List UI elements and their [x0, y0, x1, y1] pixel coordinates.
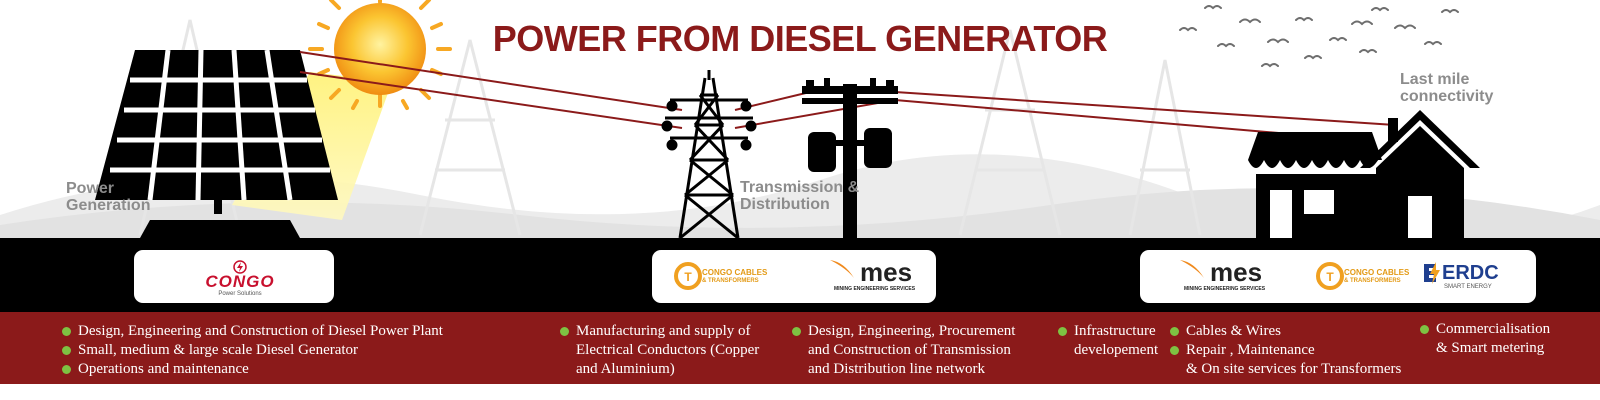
list-item: and Aluminium): [576, 361, 675, 377]
congo-power-tagline: Power Solutions: [218, 291, 262, 297]
transmission-tower-icon: [661, 70, 757, 240]
list-item: & On site services for Transformers: [1186, 361, 1402, 377]
mes-logo-2: mes MINING ENGINEERING SERVICES: [1180, 258, 1280, 298]
list-item: Electrical Conductors (Copper: [576, 342, 760, 358]
list-item: Manufacturing and supply of: [558, 322, 778, 341]
services-generation: Design, Engineering and Construction of …: [60, 322, 480, 379]
list-item: Operations and maintenance: [60, 360, 480, 379]
services-cables: Cables & Wires Repair , Maintenance & On…: [1168, 322, 1418, 379]
erdc-logo: ERDC SMART ENERGY: [1422, 260, 1522, 296]
stage-label-last-mile: Last mile connectivity: [1400, 71, 1494, 105]
shop-icon: [1248, 132, 1382, 238]
bullet-icon: [62, 346, 71, 355]
solar-panel-icon: [95, 49, 338, 238]
background-hills: [0, 154, 1600, 242]
congo-cables-emblem-icon: T: [674, 262, 702, 290]
list-item: Commercialisation: [1418, 320, 1588, 339]
list-item: Cables & Wires: [1168, 322, 1418, 341]
congo-cables-emblem-icon-2: T: [1316, 262, 1344, 290]
services-metering: Commercialisation & Smart metering: [1418, 320, 1588, 358]
list-item: Small, medium & large scale Diesel Gener…: [60, 341, 480, 360]
bullet-icon: [62, 327, 71, 336]
erdc-bolt-icon: [1424, 262, 1440, 284]
stage-label-transmission: Transmission & Distribution: [740, 179, 860, 213]
congo-cables-logo: T CONGO CABLES & TRANSFORMERS: [674, 262, 804, 292]
congo-cables-line1: CONGO CABLES: [702, 268, 768, 277]
erdc-tagline: SMART ENERGY: [1444, 284, 1492, 290]
list-item: & Smart metering: [1436, 340, 1545, 356]
svg-text:T: T: [684, 270, 692, 284]
distribution-pole-icon: [802, 78, 898, 238]
mes-tagline-2: MINING ENGINEERING SERVICES: [1184, 286, 1266, 292]
bullet-icon: [1170, 327, 1179, 336]
svg-text:T: T: [1326, 270, 1334, 284]
bullet-icon: [1420, 325, 1429, 334]
services-band: [0, 312, 1600, 384]
power-bolt-icon: [233, 260, 247, 274]
bullet-icon: [792, 327, 801, 336]
bullet-icon: [1170, 346, 1179, 355]
mes-swoosh-icon: [830, 260, 854, 278]
page-title: POWER FROM DIESEL GENERATOR: [492, 18, 1108, 59]
bullet-icon: [1058, 327, 1067, 336]
bullet-icon: [62, 365, 71, 374]
stage-label-generation: Power Generation: [66, 180, 151, 214]
list-item: Repair , Maintenance: [1168, 341, 1418, 360]
list-item: and Construction of Transmission: [808, 342, 1011, 358]
erdc-name: ERDC: [1442, 262, 1499, 284]
congo-power-logo: CONGO Power Solutions: [190, 260, 290, 298]
services-infrastructure: Infrastructure developement: [1056, 322, 1176, 360]
house-icon: [1360, 110, 1480, 238]
logo-box-generation: CONGO Power Solutions: [134, 250, 334, 303]
congo-cables-line2-2: & TRANSFORMERS: [1344, 278, 1401, 284]
mes-logo: mes MINING ENGINEERING SERVICES: [830, 258, 930, 298]
logo-box-transmission: T CONGO CABLES & TRANSFORMERS mes MINING…: [652, 250, 936, 303]
mes-tagline: MINING ENGINEERING SERVICES: [834, 286, 916, 292]
mes-name-2: mes: [1210, 257, 1263, 287]
mes-swoosh-icon-2: [1180, 260, 1204, 278]
congo-cables-line1-2: CONGO CABLES: [1344, 268, 1410, 277]
list-item: and Distribution line network: [808, 361, 986, 377]
congo-power-name: CONGO: [205, 272, 275, 291]
birds-icon: [1179, 5, 1459, 68]
services-transmission: Design, Engineering, Procurement and Con…: [790, 322, 1040, 379]
mes-name: mes: [860, 257, 913, 287]
logo-box-last-mile: mes MINING ENGINEERING SERVICES T CONGO …: [1140, 250, 1536, 303]
congo-cables-line2: & TRANSFORMERS: [702, 278, 759, 284]
list-item: Design, Engineering, Procurement: [790, 322, 1040, 341]
congo-cables-logo-2: T CONGO CABLES & TRANSFORMERS: [1316, 262, 1426, 292]
list-item: Infrastructure: [1056, 322, 1176, 341]
bullet-icon: [560, 327, 569, 336]
list-item: Design, Engineering and Construction of …: [60, 322, 480, 341]
list-item: developement: [1074, 342, 1159, 358]
sun-icon: [308, 0, 452, 110]
services-conductors: Manufacturing and supply of Electrical C…: [558, 322, 778, 379]
